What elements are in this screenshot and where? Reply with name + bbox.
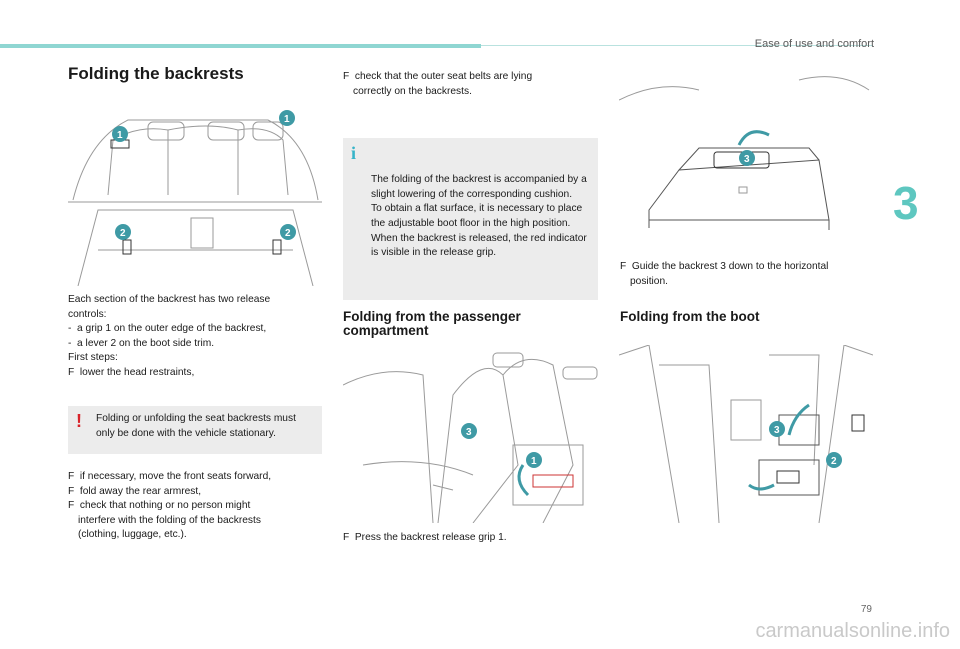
label-3-text: 3 [466,427,472,438]
first-steps-list: F if necessary, move the front seats for… [68,470,328,543]
step-line: (clothing, luggage, etc.). [78,529,187,541]
label-2-left: 2 [115,224,131,240]
header-accent-bar [0,44,481,48]
warning-icon: ! [76,411,82,431]
label-1-left-text: 1 [117,130,123,141]
label-3-text: 3 [744,154,750,165]
label-2-right-text: 2 [285,228,291,239]
subtitle-line: compartment [343,323,429,338]
guide-line: position. [630,275,668,287]
label-1-right: 1 [279,110,295,126]
subtitle-passenger-compartment: Folding from the passenger compartment [343,310,521,338]
section-title: Ease of use and comfort [754,38,874,50]
step-line: F if necessary, move the front seats for… [68,471,272,482]
label-1: 1 [526,452,542,468]
step-line: F check that nothing or no person might [68,500,251,512]
boot-side-illustration: 3 2 [619,345,873,523]
backrest-folded-illustration: 3 [619,70,873,248]
intro-line: - a lever 2 on the boot side trim. [68,337,215,349]
step-line: F fold away the rear armrest, [68,485,202,497]
intro-line: Each section of the backrest has two rel… [68,294,271,305]
label-1-left: 1 [112,126,128,142]
check-line: F check that the outer seat belts are ly… [343,71,533,82]
subtitle-line: Folding from the passenger [343,309,521,324]
label-1-text: 1 [531,456,537,467]
intro-line: First steps: [68,352,118,364]
label-3-text: 3 [774,425,780,436]
label-3: 3 [739,150,755,166]
warning-text: Folding or unfolding the seat backrests … [96,413,296,439]
info-box: i The folding of the backrest is accompa… [343,138,598,300]
backrest-controls-drawing: 1 1 2 2 [68,110,322,286]
label-3: 3 [769,421,785,437]
release-controls-text: Each section of the backrest has two rel… [68,293,328,381]
press-grip-text: F Press the backrest release grip 1. [343,532,507,543]
info-text: The folding of the backrest is accompani… [371,174,587,259]
intro-line: F lower the head restraints, [68,366,195,378]
passenger-side-illustration: 3 1 [343,345,598,523]
boot-side-drawing: 3 2 [619,345,873,523]
guide-line: F Guide the backrest 3 down to the horiz… [620,261,829,272]
backrest-folded-drawing: 3 [619,76,870,230]
label-2-text: 2 [831,456,837,467]
label-2-right: 2 [280,224,296,240]
check-line: correctly on the backrests. [353,85,472,97]
seatbelt-check-text: F check that the outer seat belts are ly… [343,70,598,99]
intro-line: - a grip 1 on the outer edge of the back… [68,323,267,335]
header-rule [481,45,873,46]
backrest-controls-illustration: 1 1 2 2 [68,100,322,286]
label-2: 2 [826,452,842,468]
subtitle-boot: Folding from the boot [620,309,760,324]
label-3: 3 [461,423,477,439]
passenger-side-drawing: 3 1 [343,352,598,523]
chapter-number: 3 [893,177,919,229]
page-number: 79 [860,604,872,615]
label-1-right-text: 1 [284,114,290,125]
warning-box: ! Folding or unfolding the seat backrest… [68,406,322,454]
intro-line: controls: [68,308,107,320]
step-line: interfere with the folding of the backre… [78,514,261,526]
page-title: Folding the backrests [68,64,244,83]
guide-backrest-text: F Guide the backrest 3 down to the horiz… [620,260,875,289]
info-icon: i [351,143,357,163]
watermark: carmanualsonline.info [755,620,950,642]
label-2-left-text: 2 [120,228,126,239]
